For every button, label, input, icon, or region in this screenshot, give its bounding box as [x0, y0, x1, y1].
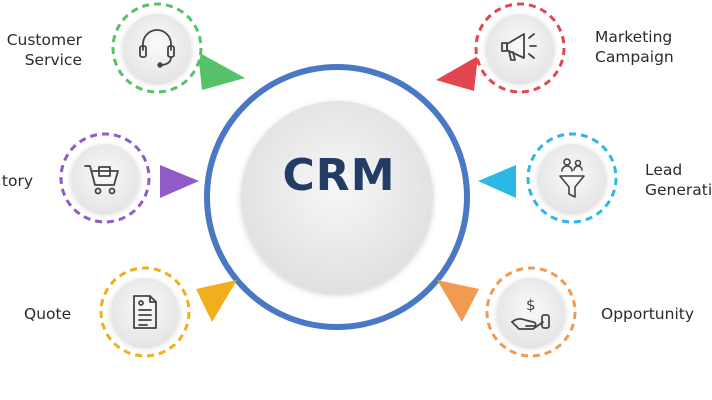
node-label-opportunity: Opportunity — [601, 305, 695, 323]
funnel-users-icon — [559, 158, 585, 198]
node-marketing-campaign — [474, 2, 566, 94]
node-label-history: tory — [1, 172, 33, 190]
megaphone-icon — [501, 33, 537, 61]
arrow-quote — [196, 280, 237, 322]
crm-hub — [204, 64, 470, 330]
shopping-cart-icon — [84, 165, 119, 195]
node-customer-service — [111, 2, 203, 94]
node-label-lead-generation: Lead Generati — [645, 161, 712, 199]
node-history — [59, 132, 151, 224]
node-label-quote: Quote — [24, 305, 72, 323]
arrow-customer-service — [198, 52, 245, 90]
node-lead-generation — [526, 132, 618, 224]
hand-dollar-icon: $ — [511, 296, 550, 330]
arrow-lead-generation — [478, 165, 516, 198]
arrow-opportunity — [437, 280, 479, 322]
document-icon — [133, 295, 157, 329]
headset-icon — [139, 29, 175, 68]
node-opportunity: $ — [485, 266, 577, 358]
crm-title: CRM — [282, 150, 396, 201]
node-label-customer-service: Customer Service — [6, 31, 82, 69]
node-quote — [99, 266, 191, 358]
node-label-marketing-campaign: Marketing Campaign — [595, 28, 674, 66]
hub-inner-disc — [241, 101, 433, 293]
arrow-marketing-campaign — [436, 56, 478, 91]
arrow-history — [160, 165, 199, 198]
svg-text:$: $ — [526, 296, 536, 314]
